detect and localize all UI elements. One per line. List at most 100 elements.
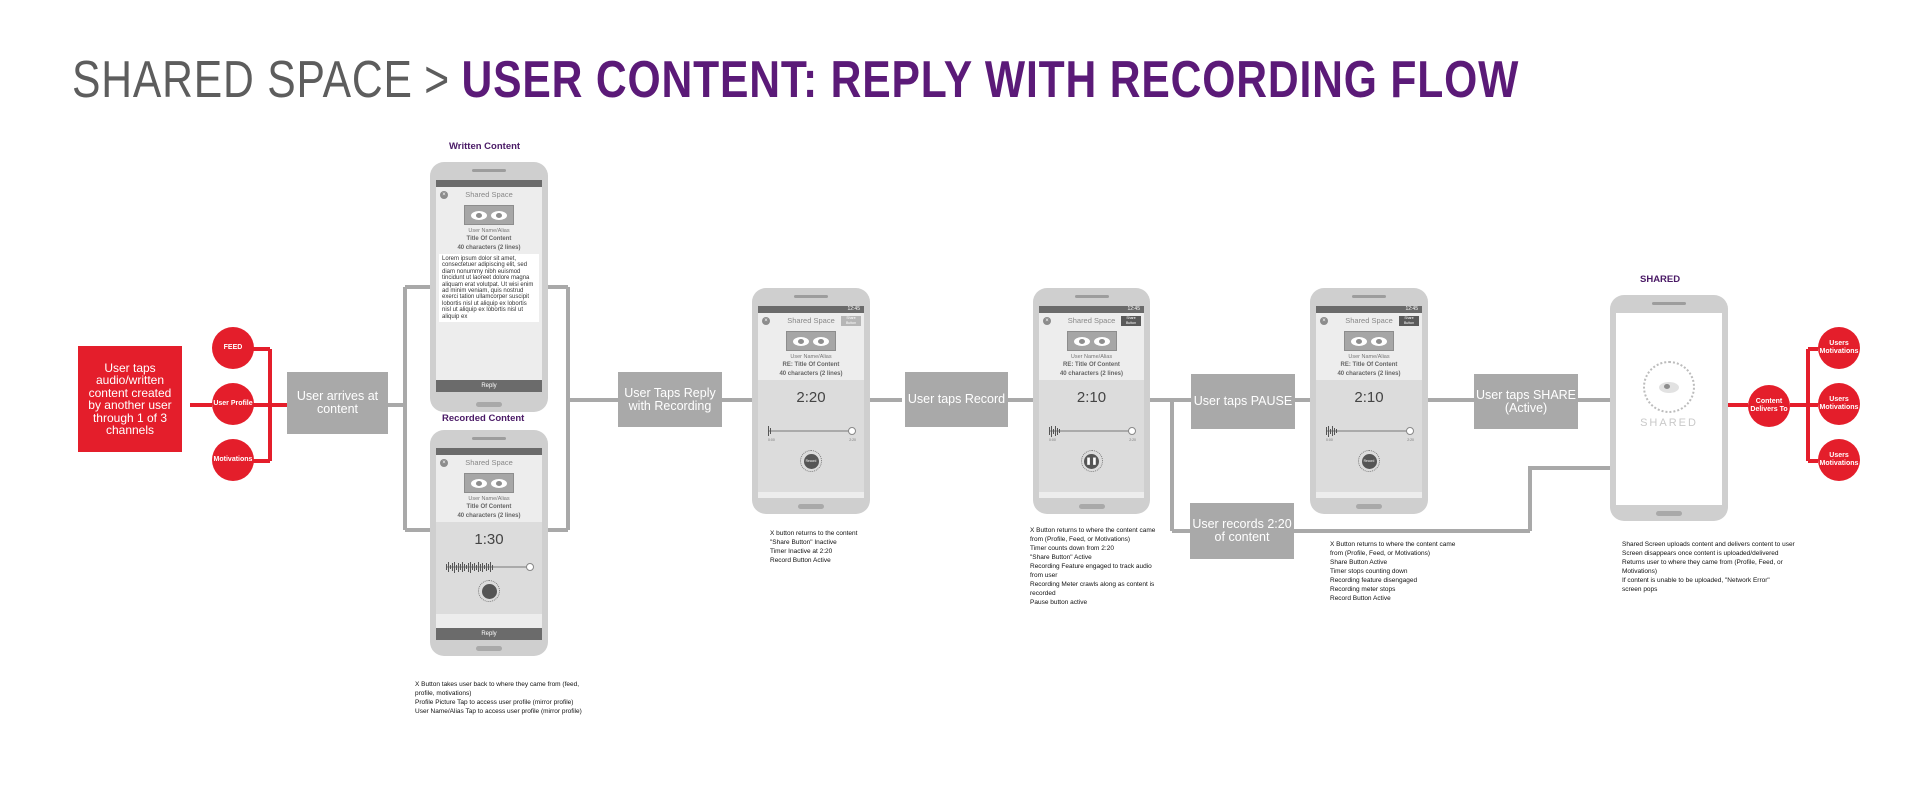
destination-2: Users Motivations	[1818, 383, 1860, 425]
phone-reply-with-recording: 12:45 × Shared Space Share Button User N…	[752, 288, 870, 514]
profile-picture[interactable]	[786, 331, 836, 351]
phone-recorded-content: × Shared Space User Name/Alias Title Of …	[430, 430, 548, 656]
home-button	[1356, 504, 1382, 509]
destination-3: Users Motivations	[1818, 439, 1860, 481]
status-time: 12:45	[847, 306, 860, 312]
user-name[interactable]: User Name/Alias	[790, 354, 832, 360]
shared-logo-text: SHARED	[1640, 417, 1698, 429]
eye-icon	[491, 478, 507, 488]
content-title: Title Of Content	[466, 504, 512, 510]
phone-speaker	[1074, 295, 1109, 298]
eye-icon	[813, 336, 829, 346]
close-icon[interactable]: ×	[440, 459, 448, 467]
phone-speaker	[794, 295, 828, 298]
heading-shared: SHARED	[1640, 274, 1681, 285]
playhead[interactable]	[526, 563, 534, 571]
eye-icon	[471, 210, 487, 220]
end-content-delivers: Content Delivers To	[1748, 385, 1790, 427]
status-bar	[436, 180, 542, 187]
phone-speaker	[1652, 302, 1686, 305]
meter-end	[1128, 427, 1136, 435]
step-user-arrives: User arrives at content	[287, 372, 388, 434]
shared-logo	[1643, 361, 1695, 413]
record-icon: Record	[803, 453, 819, 469]
phone-recording: 12:45 × Shared Space Share Button User N…	[1033, 288, 1150, 514]
user-name[interactable]: User Name/Alias	[468, 228, 510, 234]
written-content-text: Lorem ipsum dolor sit amet, consectetuer…	[439, 254, 539, 322]
profile-picture[interactable]	[464, 473, 514, 493]
user-name[interactable]: User Name/Alias	[1070, 354, 1113, 360]
recording-meter	[1049, 425, 1136, 437]
share-button-active[interactable]: Share Button	[1399, 316, 1419, 326]
playback-meter[interactable]	[446, 561, 534, 573]
destination-1: Users Motivations	[1818, 327, 1860, 369]
user-name[interactable]: User Name/Alias	[468, 496, 510, 502]
share-button-active[interactable]: Share Button	[1121, 316, 1141, 326]
close-icon[interactable]: ×	[440, 191, 448, 199]
close-icon[interactable]: ×	[762, 317, 770, 325]
content-title: Title Of Content	[466, 236, 512, 242]
note-reply: X button returns to the content"Share Bu…	[770, 530, 858, 564]
play-button[interactable]	[478, 580, 500, 602]
waveform	[1326, 425, 1337, 437]
eye-icon	[1659, 382, 1679, 393]
close-icon[interactable]: ×	[1043, 317, 1051, 325]
phone-speaker	[1352, 295, 1386, 298]
content-chars: 40 characters (2 lines)	[1337, 370, 1401, 377]
content-chars: 40 characters (2 lines)	[779, 370, 843, 377]
profile-picture[interactable]	[1344, 331, 1394, 351]
timer: 2:10	[1076, 389, 1107, 406]
reply-bar[interactable]: Reply	[436, 380, 542, 392]
phone-screen: × Shared Space User Name/Alias Title Of …	[436, 180, 542, 392]
play-icon	[481, 583, 497, 599]
record-icon: Record	[1361, 453, 1377, 469]
pause-button[interactable]: ❚❚	[1080, 450, 1103, 472]
profile-picture[interactable]	[1066, 331, 1117, 351]
app-title: Shared Space	[1345, 316, 1393, 325]
app-title: Shared Space	[1067, 316, 1116, 325]
meter-end	[1406, 427, 1414, 435]
status-bar	[436, 448, 542, 455]
close-icon[interactable]: ×	[1320, 317, 1328, 325]
eye-icon	[1093, 336, 1110, 346]
heading-recorded-content: Recorded Content	[442, 413, 525, 424]
status-time: 12:45	[1405, 306, 1418, 312]
home-button	[476, 646, 502, 651]
phone-screen: 12:45 × Shared Space Share Button User N…	[1039, 306, 1144, 498]
eye-icon	[1073, 336, 1090, 346]
user-name[interactable]: User Name/Alias	[1348, 354, 1390, 360]
profile-picture[interactable]	[464, 205, 514, 225]
record-button[interactable]: Record	[1358, 450, 1380, 472]
waveform	[446, 561, 493, 573]
reply-bar[interactable]: Reply	[436, 628, 542, 640]
channel-feed: FEED	[212, 327, 254, 369]
step-records-full: User records 2:20 of content	[1190, 503, 1294, 559]
content-chars: 40 characters (2 lines)	[457, 244, 521, 251]
step-tap-share: User taps SHARE (Active)	[1474, 374, 1578, 429]
channel-motivations: Motivations	[212, 439, 254, 481]
phone-shared: SHARED	[1610, 295, 1728, 521]
record-button[interactable]: Record	[800, 450, 822, 472]
title-separator: >	[424, 51, 450, 109]
timer: 2:10	[1354, 389, 1384, 406]
content-title: RE: Title Of Content	[1063, 362, 1120, 368]
share-button-inactive[interactable]: Share Button	[841, 316, 861, 326]
waveform	[768, 425, 771, 437]
app-title: Shared Space	[465, 458, 513, 467]
eye-icon	[491, 210, 507, 220]
phone-screen: × Shared Space User Name/Alias Title Of …	[436, 448, 542, 640]
phone-paused: 12:45 × Shared Space Share Button User N…	[1310, 288, 1428, 514]
player-panel: 1:30	[436, 522, 542, 614]
meter-end	[848, 427, 856, 435]
app-title: Shared Space	[787, 316, 835, 325]
timer: 2:20	[796, 389, 826, 406]
eye-icon	[1351, 336, 1367, 346]
status-bar: 12:45	[758, 306, 864, 313]
note-shared: Shared Screen uploads content and delive…	[1622, 541, 1795, 593]
